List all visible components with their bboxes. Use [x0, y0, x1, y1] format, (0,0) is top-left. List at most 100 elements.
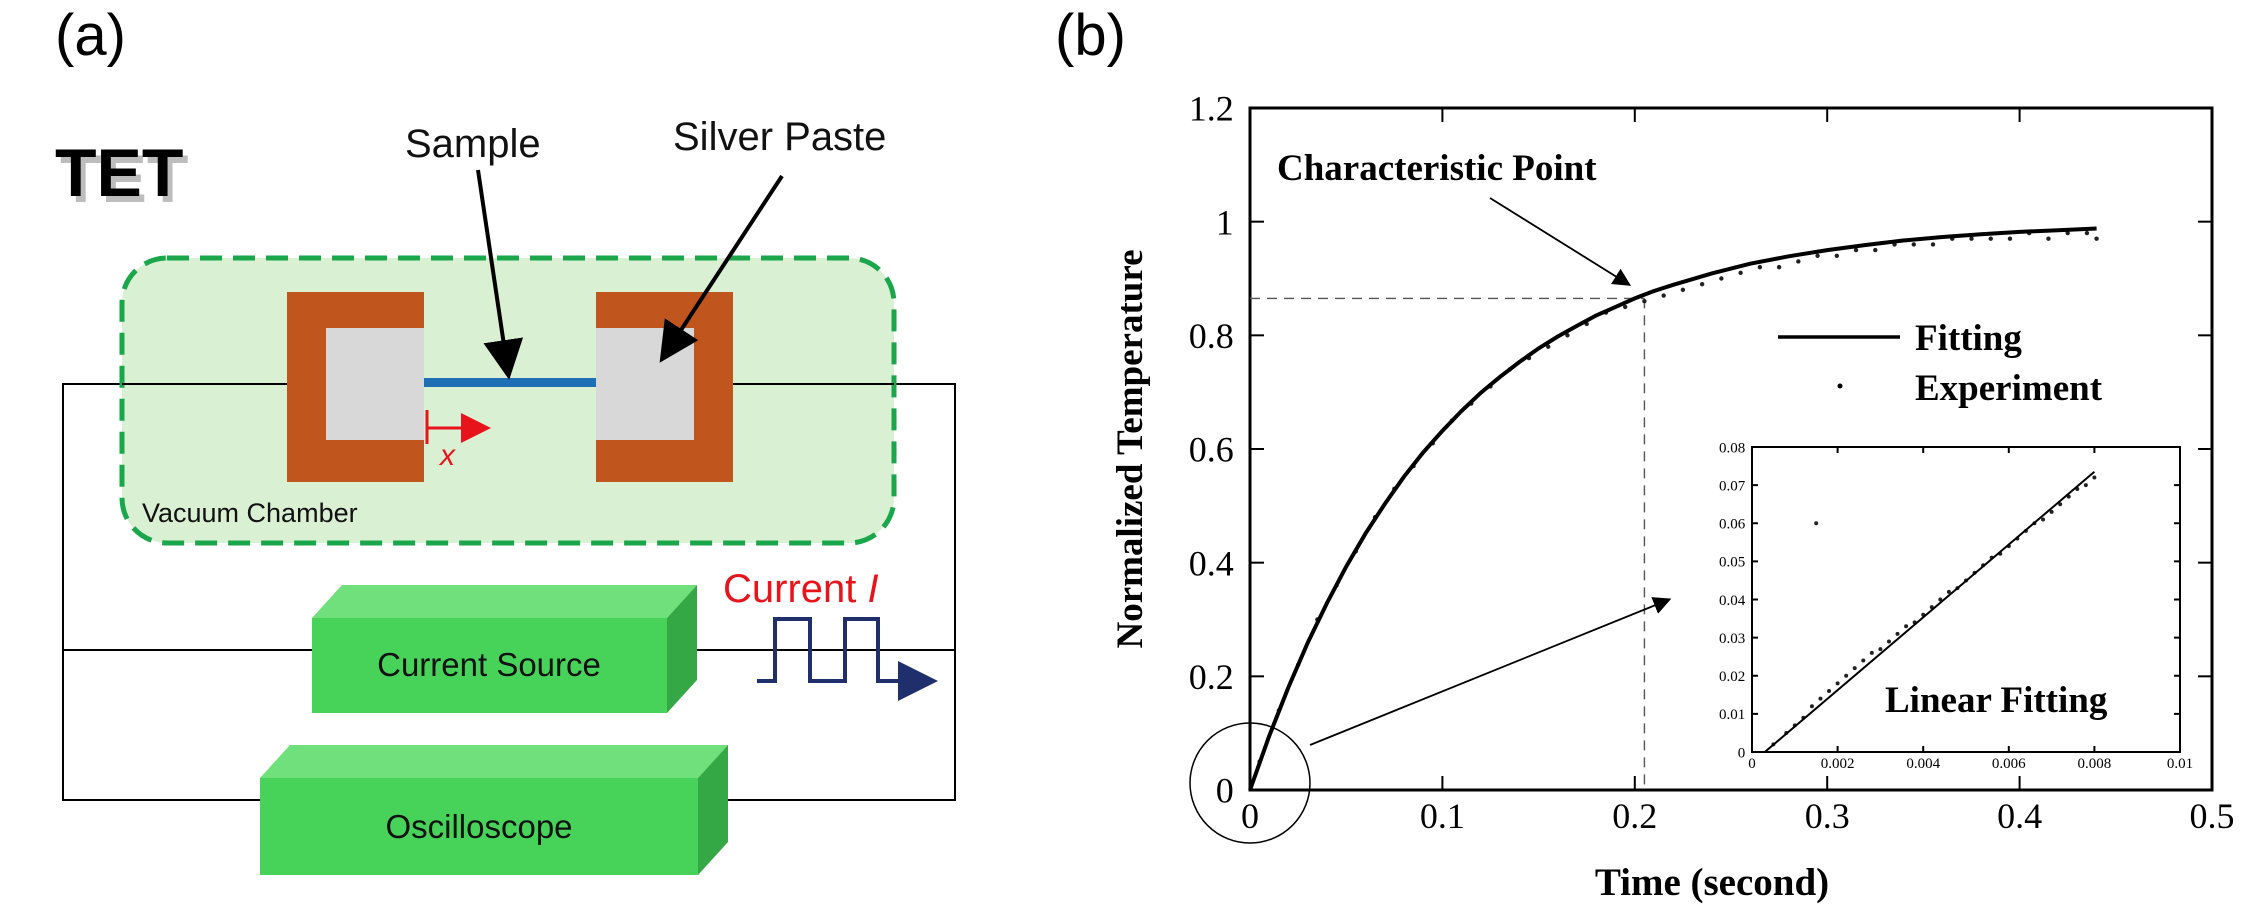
oscilloscope-box: Oscilloscope [260, 745, 728, 875]
data-point [2049, 509, 2054, 514]
panel-b-label: (b) [1055, 3, 1126, 68]
main-axis-ticks [1249, 107, 2213, 791]
legend-experiment-dot [1837, 383, 1843, 389]
data-point [2092, 475, 2097, 480]
panel-a: (a) TET TET x Vacuum Chamber [55, 3, 956, 875]
panel-b: (b) 0 0.1 0.2 0.3 0.4 0.5 0 0.2 0.4 0.6 0.8 1 1.2 Ti… [1055, 3, 2235, 904]
x-tick-label: 0.3 [1805, 796, 1850, 836]
silver-paste-arrow [659, 174, 784, 363]
right-silver-paste [596, 328, 694, 440]
main-tick-labels: 0 0.1 0.2 0.3 0.4 0.5 0 0.2 0.4 0.6 0.8 1 1.2 [1189, 89, 2235, 836]
data-point [1844, 673, 1849, 678]
panel-a-label: (a) [55, 3, 126, 68]
x-tick-label: 0.004 [1906, 756, 1940, 772]
data-point [1699, 281, 1705, 287]
data-point [2007, 236, 2013, 241]
x-tick-label: 0 [1748, 756, 1756, 772]
data-point [1809, 704, 1814, 709]
data-point [1878, 647, 1883, 652]
x-tick-label: 0.006 [1992, 756, 2026, 772]
data-point [1546, 344, 1551, 349]
data-point [2084, 230, 2090, 236]
data-point [1815, 253, 1820, 258]
sample-wire [424, 378, 596, 387]
data-point [1852, 666, 1857, 671]
x-tick-label: 0.1 [1420, 796, 1465, 836]
silver-paste-label: Silver Paste [673, 115, 886, 159]
y-tick-label: 0.04 [1719, 593, 1746, 609]
y-tick-label: 0.6 [1189, 430, 1234, 470]
y-tick-label: 1.2 [1189, 89, 1234, 129]
zoom-arrow [1309, 597, 1672, 746]
data-point [1911, 242, 1916, 247]
legend-experiment-label: Experiment [1915, 368, 2103, 409]
data-point [1565, 333, 1570, 338]
data-point [1757, 264, 1763, 270]
data-point [1622, 304, 1628, 310]
y-tick-label: 1 [1216, 202, 1234, 242]
data-point [1719, 276, 1724, 281]
data-point [1661, 293, 1666, 298]
characteristic-arrow [1489, 197, 1632, 286]
y-tick-label: 0.08 [1719, 440, 1745, 456]
y-tick-label: 0.4 [1189, 543, 1234, 583]
left-silver-paste [326, 328, 424, 440]
y-tick-label: 0 [1738, 745, 1746, 761]
data-point [2083, 483, 2088, 488]
data-point [1869, 650, 1874, 655]
x-axis-marker [425, 410, 491, 444]
x-tick-label: 0.008 [2078, 756, 2112, 772]
data-point [2058, 502, 2063, 507]
data-point [1938, 597, 1943, 602]
inset-label: Linear Fitting [1885, 680, 2108, 721]
sample-arrow [476, 169, 524, 380]
data-point [1827, 689, 1832, 693]
data-point [2065, 230, 2070, 236]
data-point [1946, 589, 1951, 594]
legend-fitting-label: Fitting [1915, 318, 2022, 359]
data-point [2041, 517, 2046, 522]
data-point [1835, 681, 1840, 686]
x-tick-label: 0 [1241, 796, 1259, 836]
y-tick-label: 0.03 [1719, 631, 1745, 647]
y-tick-label: 0.8 [1189, 316, 1234, 356]
data-point [1861, 658, 1866, 663]
y-tick-label: 0.07 [1719, 478, 1746, 494]
y-tick-label: 0.06 [1719, 517, 1746, 533]
data-point [1930, 242, 1936, 247]
x-label: x [438, 439, 456, 472]
data-point [1680, 287, 1686, 293]
x-tick-label: 0.5 [2190, 796, 2235, 836]
x-axis-title: Time (second) [1595, 861, 1829, 904]
y-tick-label: 0.02 [1719, 669, 1745, 685]
y-tick-label: 0 [1216, 771, 1234, 811]
x-tick-label: 0.002 [1821, 756, 1855, 772]
data-point [1796, 259, 1801, 264]
inset-plot: 0 0.002 0.004 0.006 0.008 0.01 0 0.01 0.02 0.03 0.… [1719, 440, 2193, 772]
data-point [1988, 236, 1993, 241]
legend: Fitting Experiment [1778, 318, 2103, 409]
tet-title: TET [55, 135, 183, 211]
y-tick-label: 0.2 [1189, 657, 1234, 697]
data-point [1642, 299, 1647, 304]
data-point [1886, 639, 1891, 644]
data-point [1969, 236, 1974, 241]
sample-label: Sample [405, 122, 541, 166]
current-source-label: Current Source [377, 646, 601, 683]
data-point [1853, 247, 1859, 253]
inset-fitting-line [1764, 471, 2096, 753]
current-source-box: Current Source [312, 585, 697, 713]
x-tick-label: 0.4 [1997, 796, 2042, 836]
x-tick-label: 0.01 [2167, 756, 2193, 772]
x-tick-label: 0.2 [1612, 796, 1657, 836]
data-point [1818, 696, 1823, 701]
inset-axis-ticks [1751, 446, 2181, 753]
y-tick-label: 0.01 [1719, 707, 1745, 723]
oscilloscope-label: Oscilloscope [385, 808, 572, 845]
chamber-label: Vacuum Chamber [142, 498, 358, 528]
inset-tick-labels: 0 0.002 0.004 0.006 0.008 0.01 0 0.01 0.02 0.03 0.… [1719, 440, 2193, 772]
tet-title-shadow: TET [60, 141, 188, 217]
current-label: Current I [723, 567, 879, 611]
data-point [2046, 236, 2051, 241]
